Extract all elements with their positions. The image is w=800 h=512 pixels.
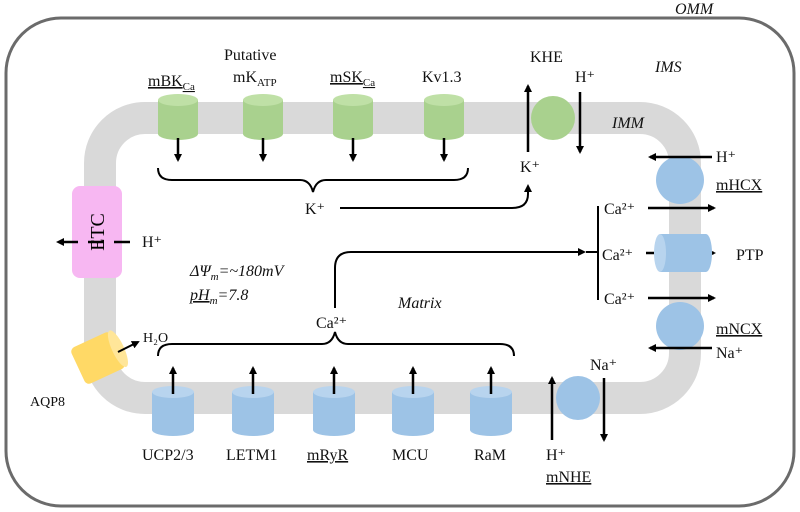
channel-ucp <box>152 366 194 436</box>
channel-letm1 <box>232 366 274 436</box>
top-brace <box>157 167 469 193</box>
khe-label: KHE <box>530 49 563 66</box>
aqp8-water: H₂O <box>143 331 168 346</box>
mkatp-putative: Putative <box>224 47 276 64</box>
bottom-brace <box>157 331 515 357</box>
aqp8-label: AQP8 <box>30 395 65 410</box>
ph-value: =7.8 <box>218 287 249 304</box>
ptp-label: PTP <box>736 247 764 264</box>
mnhe-na-label: Na⁺ <box>590 357 617 374</box>
khe-k-label: K⁺ <box>520 159 540 176</box>
psi-value: =~180mV <box>219 263 286 280</box>
mbkca-sub: Ca <box>183 81 195 93</box>
psi-sub: m <box>211 271 219 283</box>
ims-label: IMS <box>654 59 682 76</box>
mbkca-label: mBKCa <box>148 73 195 93</box>
mkatp-label: mKATP <box>233 69 277 89</box>
ph-label: pHm=7.8 <box>189 287 248 307</box>
ca-collected-label: Ca²⁺ <box>316 315 347 332</box>
imm-label: IMM <box>611 115 646 132</box>
mhcx-exchanger <box>656 156 704 204</box>
mcu-label: MCU <box>392 447 429 464</box>
ca-exit-1: Ca²⁺ <box>604 201 635 218</box>
mkatp-main: mK <box>233 69 257 86</box>
ph-sub: m <box>210 295 218 307</box>
etc-label: ETC <box>87 213 109 251</box>
kv13-label: Kv1.3 <box>422 69 462 86</box>
ca-to-right-arrow <box>334 248 586 308</box>
k-collected-label: K⁺ <box>305 201 325 218</box>
mncx-exchanger <box>656 302 704 350</box>
channel-ram <box>470 366 512 436</box>
mskca-sub: Ca <box>363 77 375 89</box>
psi-label: ΔΨm=~180mV <box>189 263 286 283</box>
letm1-label: LETM1 <box>226 447 278 464</box>
mskca-main: mSK <box>330 69 363 86</box>
mhcx-label: mHCX <box>716 177 763 194</box>
ca-exit-3: Ca²⁺ <box>604 291 635 308</box>
etc-complex <box>72 186 122 278</box>
channel-kv13 <box>424 94 464 162</box>
mnhe-label: mNHE <box>546 469 591 486</box>
psi-symbol: ΔΨ <box>189 263 212 280</box>
channel-mbkca <box>158 94 198 162</box>
outer-membrane <box>4 16 796 508</box>
khe-antiporter <box>531 96 575 140</box>
mbkca-main: mBK <box>148 73 183 90</box>
ph-symbol: pH <box>189 287 211 304</box>
etc-h-label: H⁺ <box>142 234 162 251</box>
mryr-label: mRyR <box>307 447 348 464</box>
ca-right-bracket <box>586 206 599 300</box>
mkatp-sub: ATP <box>257 77 277 89</box>
ram-label: RaM <box>474 447 506 464</box>
ucp-label: UCP2/3 <box>142 447 194 464</box>
matrix-label: Matrix <box>397 295 442 312</box>
channel-mkatp <box>243 94 283 162</box>
channel-mskca <box>333 94 373 162</box>
ptp-channel <box>654 234 712 272</box>
channel-mcu <box>392 366 434 436</box>
mhcx-h-label: H⁺ <box>716 149 736 166</box>
ca-exit-2: Ca²⁺ <box>602 247 633 264</box>
mncx-label: mNCX <box>716 321 763 338</box>
k-to-khe-arrow <box>340 184 532 209</box>
omm-label: OMM <box>675 1 715 18</box>
mskca-label: mSKCa <box>330 69 375 89</box>
aqp8-channel <box>71 330 128 384</box>
channel-mryr <box>313 366 355 436</box>
mnhe-h-label: H⁺ <box>546 447 566 464</box>
khe-h-label: H⁺ <box>575 69 595 86</box>
mnhe-antiporter <box>556 376 600 420</box>
mncx-na-label: Na⁺ <box>716 345 743 362</box>
